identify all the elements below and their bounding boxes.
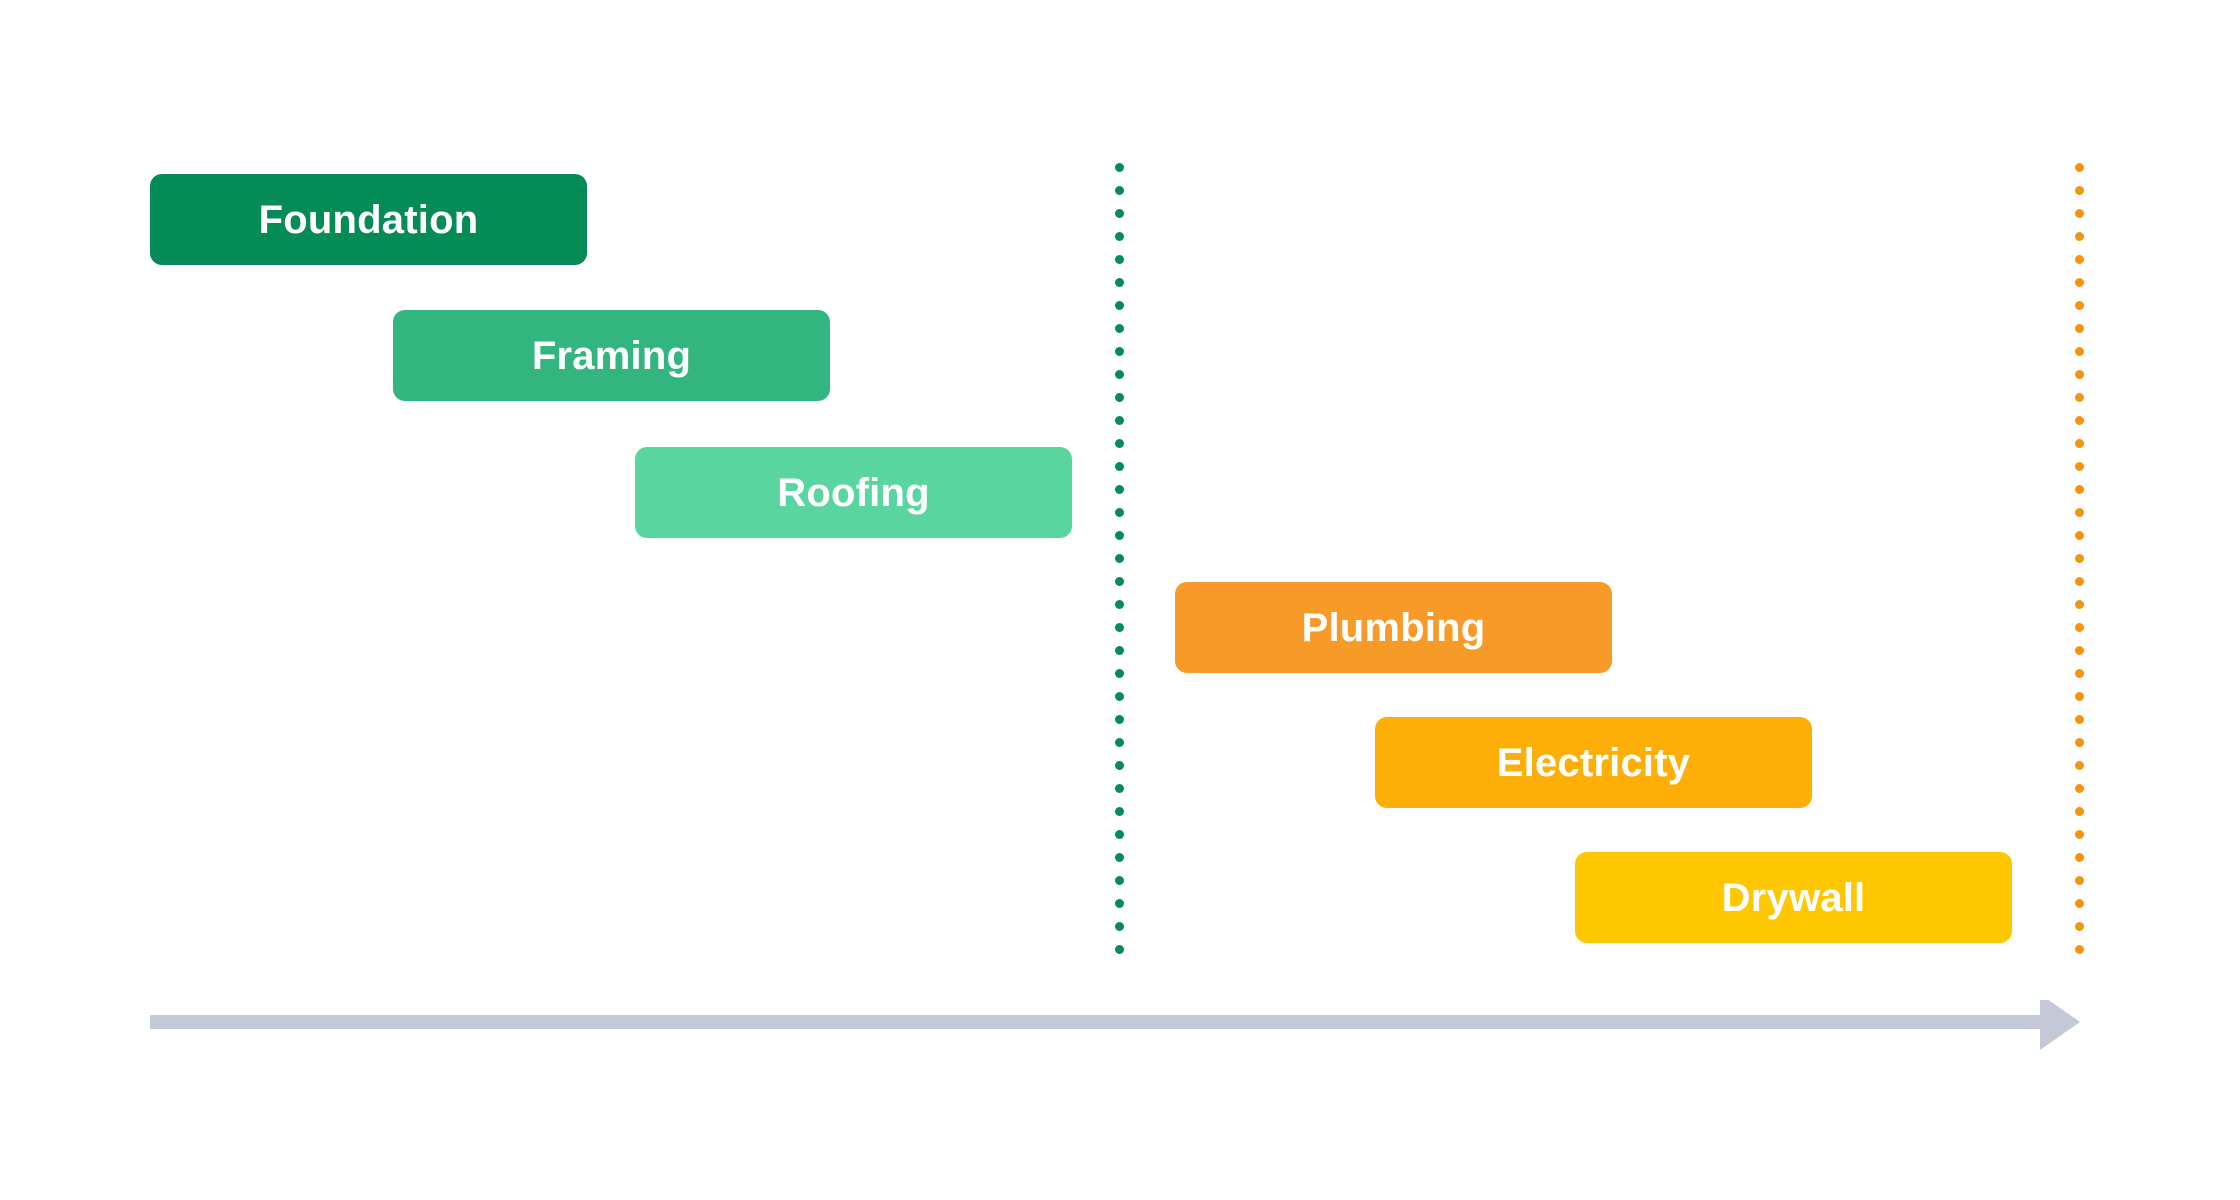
milestone-dot — [2075, 853, 2084, 862]
milestone-dot — [1115, 554, 1124, 563]
gantt-bar-plumbing[interactable]: Plumbing — [1175, 582, 1612, 673]
milestone-dot — [1115, 393, 1124, 402]
milestone-dot — [1115, 807, 1124, 816]
gantt-bar-framing[interactable]: Framing — [393, 310, 830, 401]
gantt-bar-drywall[interactable]: Drywall — [1575, 852, 2012, 943]
milestone-divider-orange — [2075, 163, 2084, 954]
milestone-dot — [1115, 209, 1124, 218]
milestone-dot — [1115, 508, 1124, 517]
milestone-dot — [2075, 784, 2084, 793]
milestone-dot — [1115, 945, 1124, 954]
milestone-dot — [2075, 301, 2084, 310]
milestone-dot — [2075, 807, 2084, 816]
milestone-dot — [1115, 876, 1124, 885]
milestone-dot — [1115, 301, 1124, 310]
gantt-bar-label: Foundation — [258, 197, 479, 242]
gantt-bar-label: Drywall — [1721, 875, 1866, 920]
milestone-dot — [2075, 393, 2084, 402]
gantt-bar-label: Framing — [531, 333, 692, 378]
milestone-dot — [2075, 830, 2084, 839]
milestone-dot — [2075, 508, 2084, 517]
milestone-dot — [2075, 531, 2084, 540]
milestone-dot — [1115, 439, 1124, 448]
milestone-dot — [1115, 485, 1124, 494]
milestone-dot — [2075, 485, 2084, 494]
milestone-dot — [2075, 646, 2084, 655]
milestone-dot — [2075, 577, 2084, 586]
milestone-dot — [2075, 324, 2084, 333]
milestone-dot — [1115, 347, 1124, 356]
milestone-dot — [1115, 761, 1124, 770]
milestone-dot — [2075, 876, 2084, 885]
milestone-dot — [1115, 255, 1124, 264]
milestone-dot — [2075, 669, 2084, 678]
milestone-dot — [2075, 163, 2084, 172]
milestone-dot — [2075, 715, 2084, 724]
milestone-dot — [2075, 899, 2084, 908]
milestone-dot — [2075, 232, 2084, 241]
milestone-dot — [1115, 462, 1124, 471]
milestone-dot — [1115, 232, 1124, 241]
milestone-dot — [2075, 761, 2084, 770]
milestone-dot — [2075, 692, 2084, 701]
timeline-axis-line — [150, 1015, 2040, 1029]
timeline-arrowhead-icon — [2040, 1000, 2080, 1050]
milestone-dot — [1115, 416, 1124, 425]
milestone-dot — [1115, 324, 1124, 333]
milestone-dot — [1115, 738, 1124, 747]
milestone-dot — [2075, 738, 2084, 747]
milestone-divider-green — [1115, 163, 1124, 954]
milestone-dot — [2075, 600, 2084, 609]
milestone-dot — [2075, 186, 2084, 195]
milestone-dot — [2075, 462, 2084, 471]
gantt-bar-electricity[interactable]: Electricity — [1375, 717, 1812, 808]
milestone-dot — [1115, 830, 1124, 839]
milestone-dot — [2075, 554, 2084, 563]
milestone-dot — [1115, 669, 1124, 678]
milestone-dot — [2075, 922, 2084, 931]
milestone-dot — [2075, 255, 2084, 264]
milestone-dot — [1115, 278, 1124, 287]
milestone-dot — [1115, 577, 1124, 586]
milestone-dot — [1115, 646, 1124, 655]
milestone-dot — [1115, 715, 1124, 724]
milestone-dot — [2075, 439, 2084, 448]
milestone-dot — [2075, 370, 2084, 379]
milestone-dot — [2075, 945, 2084, 954]
milestone-dot — [2075, 209, 2084, 218]
milestone-dot — [2075, 278, 2084, 287]
milestone-dot — [1115, 531, 1124, 540]
milestone-dot — [2075, 347, 2084, 356]
milestone-dot — [1115, 899, 1124, 908]
gantt-bar-roofing[interactable]: Roofing — [635, 447, 1072, 538]
gantt-bar-foundation[interactable]: Foundation — [150, 174, 587, 265]
milestone-dot — [1115, 370, 1124, 379]
milestone-dot — [2075, 416, 2084, 425]
milestone-dot — [1115, 692, 1124, 701]
milestone-dot — [1115, 853, 1124, 862]
gantt-bar-label: Plumbing — [1301, 605, 1486, 650]
milestone-dot — [1115, 623, 1124, 632]
milestone-dot — [2075, 623, 2084, 632]
timeline-axis-arrow-icon — [150, 1000, 2080, 1050]
gantt-bar-label: Roofing — [777, 470, 930, 515]
milestone-dot — [1115, 163, 1124, 172]
gantt-bar-label: Electricity — [1496, 740, 1691, 785]
milestone-dot — [1115, 600, 1124, 609]
milestone-dot — [1115, 922, 1124, 931]
milestone-dot — [1115, 784, 1124, 793]
milestone-dot — [1115, 186, 1124, 195]
